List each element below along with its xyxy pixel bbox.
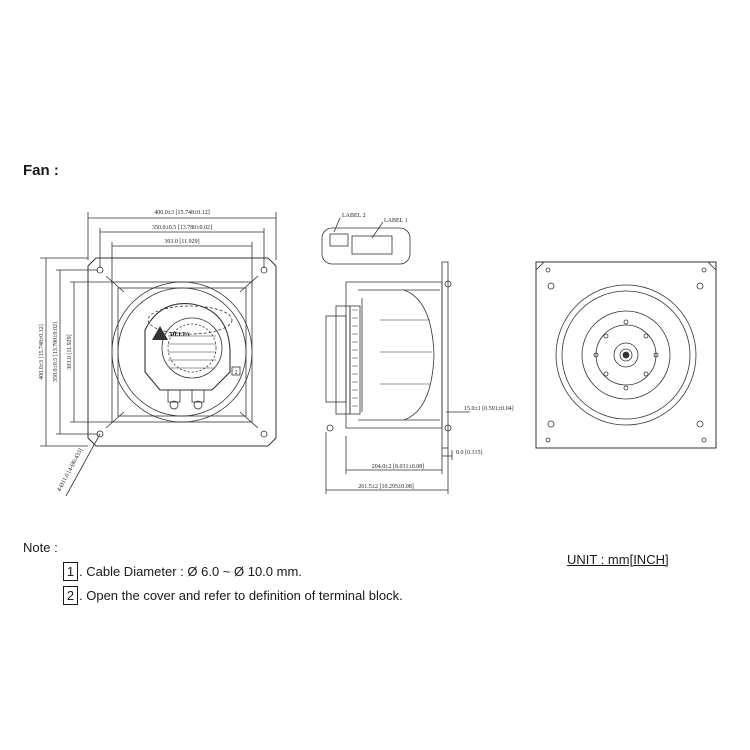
label-1: LABEL 1 (384, 218, 408, 224)
back-view (535, 261, 717, 449)
page-heading: Fan : (23, 162, 59, 179)
note-text: . Open the cover and refer to definition… (79, 588, 403, 603)
logo-text: DELTA (170, 332, 190, 338)
label-2: LABEL 2 (342, 213, 366, 219)
dim-left-400: 400.0±3 [15.748±0.12] (39, 324, 45, 380)
dim-top-350: 350.0±0.5 [13.780±0.02] (152, 225, 212, 231)
dim-204: 204.0±2 [8.031±0.08] (372, 464, 425, 470)
dim-261: 261.5±2 [10.295±0.08] (358, 484, 414, 490)
unit-label: UNIT : mm[INCH] (567, 552, 669, 567)
note-item-1: 1 . Cable Diameter : Ø 6.0 ~ Ø 10.0 mm. (63, 562, 302, 581)
note-number: 1 (63, 562, 78, 581)
dim-top-303: 303.0 [11.929] (164, 239, 199, 245)
note-title: Note : (23, 540, 58, 555)
dim-8: 8.0 [0.315] (456, 450, 483, 456)
dim-left-350: 350.0±0.5 [13.780±0.02] (53, 322, 59, 382)
front-view (40, 212, 277, 497)
callout-2: 2 (235, 370, 238, 376)
logo-triangle-icon (152, 326, 168, 340)
dim-left-303: 303.0 [11.929] (67, 334, 73, 369)
side-view (321, 217, 470, 494)
dim-top-400: 400.0±3 [15.748±0.12] (154, 210, 210, 216)
note-text: . Cable Diameter : Ø 6.0 ~ Ø 10.0 mm. (79, 564, 302, 579)
note-item-2: 2 . Open the cover and refer to definiti… (63, 586, 403, 605)
note-number: 2 (63, 586, 78, 605)
dim-15: 15.0±1 [0.591±0.04] (464, 406, 514, 412)
